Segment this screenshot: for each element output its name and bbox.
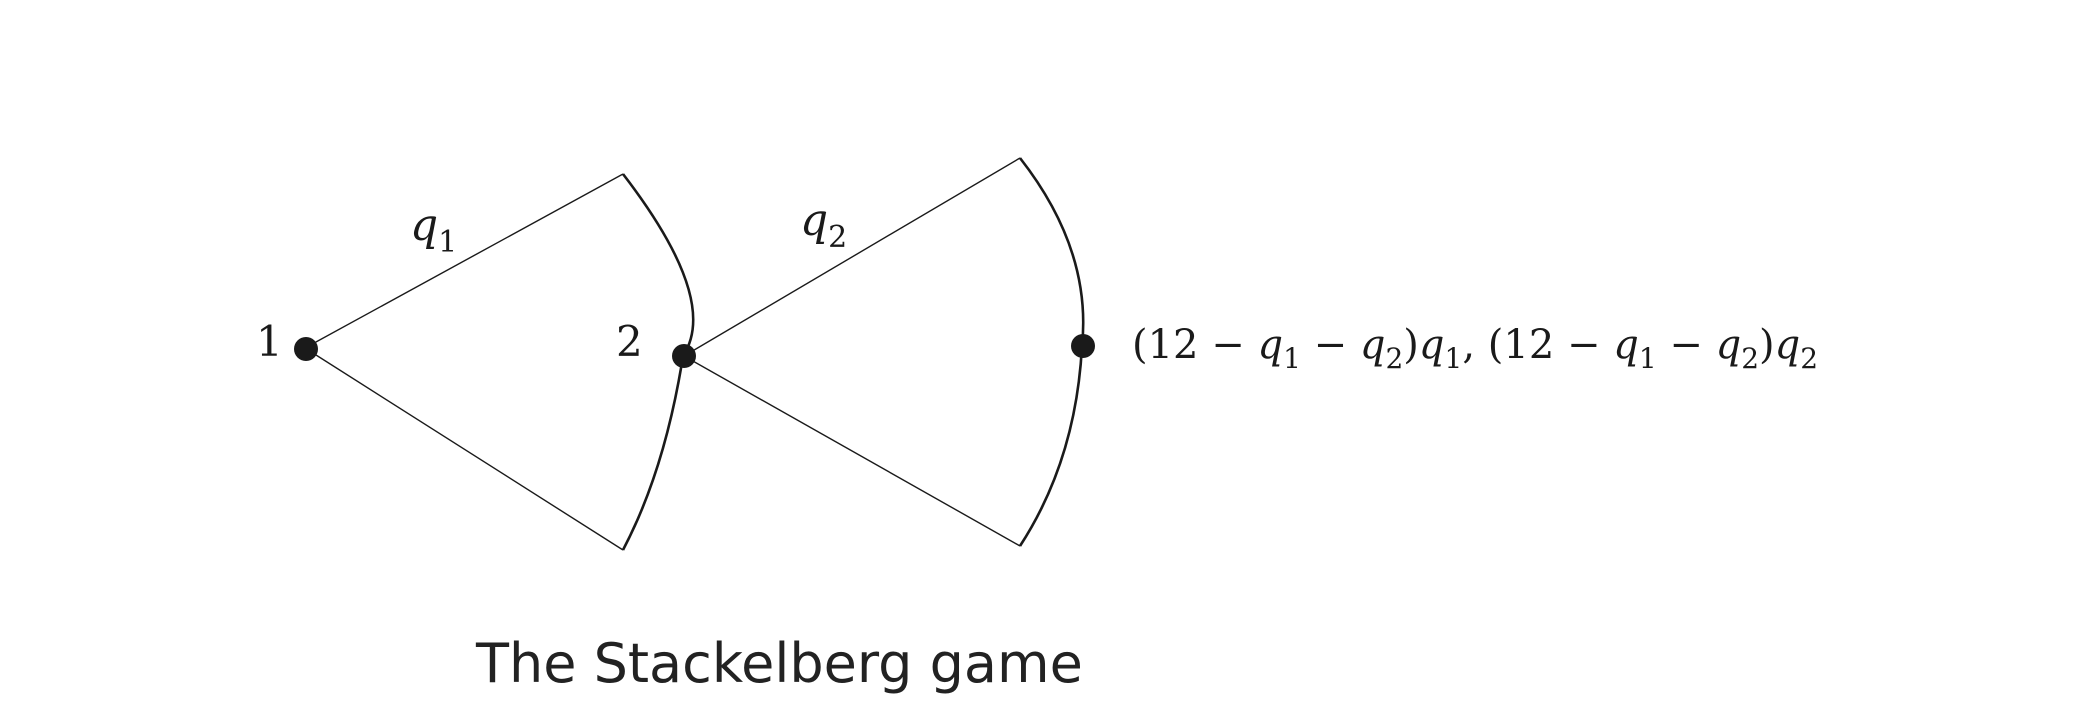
payoff-minus1: − bbox=[1301, 322, 1360, 368]
action-label-q1-var: q bbox=[410, 200, 438, 251]
action-label-q2-var: q bbox=[800, 195, 828, 246]
action-label-q1-sub: 1 bbox=[438, 225, 457, 260]
payoff-s1b: 1 bbox=[1445, 342, 1463, 375]
payoff-close1: ) bbox=[1403, 322, 1419, 368]
payoff-sep: , (12 − bbox=[1462, 322, 1613, 368]
payoff-close2: ) bbox=[1759, 322, 1775, 368]
payoff-q1a: q bbox=[1257, 322, 1283, 368]
payoff-q2c: q bbox=[1716, 322, 1742, 368]
payoff-q1c: q bbox=[1613, 322, 1639, 368]
player1-label: 1 bbox=[256, 317, 283, 366]
branch-player2-upper bbox=[683, 157, 1021, 357]
payoff-q1b: q bbox=[1419, 322, 1445, 368]
payoff-s2a: 2 bbox=[1385, 342, 1403, 375]
payoff-s1a: 1 bbox=[1283, 342, 1301, 375]
action-label-q1: q1 bbox=[410, 200, 457, 260]
action-label-q2-sub: 2 bbox=[828, 220, 847, 255]
payoff-minus2: − bbox=[1657, 322, 1716, 368]
diagram-caption: The Stackelberg game bbox=[475, 632, 1083, 695]
payoff-s2d: 2 bbox=[1800, 342, 1818, 375]
decision-node-player1 bbox=[294, 337, 318, 361]
branch-player2-lower bbox=[683, 355, 1021, 547]
payoff-s1c: 1 bbox=[1639, 342, 1657, 375]
action-label-q2: q2 bbox=[800, 195, 847, 255]
branch-player1-lower bbox=[304, 347, 624, 551]
player2-label: 2 bbox=[616, 317, 643, 366]
terminal-node bbox=[1071, 334, 1095, 358]
payoff-open1: (12 − bbox=[1132, 322, 1257, 368]
payoff-s2c: 2 bbox=[1741, 342, 1759, 375]
payoff-q2a: q bbox=[1360, 322, 1386, 368]
branch-player1-upper bbox=[304, 173, 624, 349]
decision-node-player2 bbox=[672, 344, 696, 368]
payoff-q2d: q bbox=[1775, 322, 1801, 368]
payoff-expression: (12 − q1 − q2)q1, (12 − q1 − q2)q2 bbox=[1132, 322, 1818, 375]
